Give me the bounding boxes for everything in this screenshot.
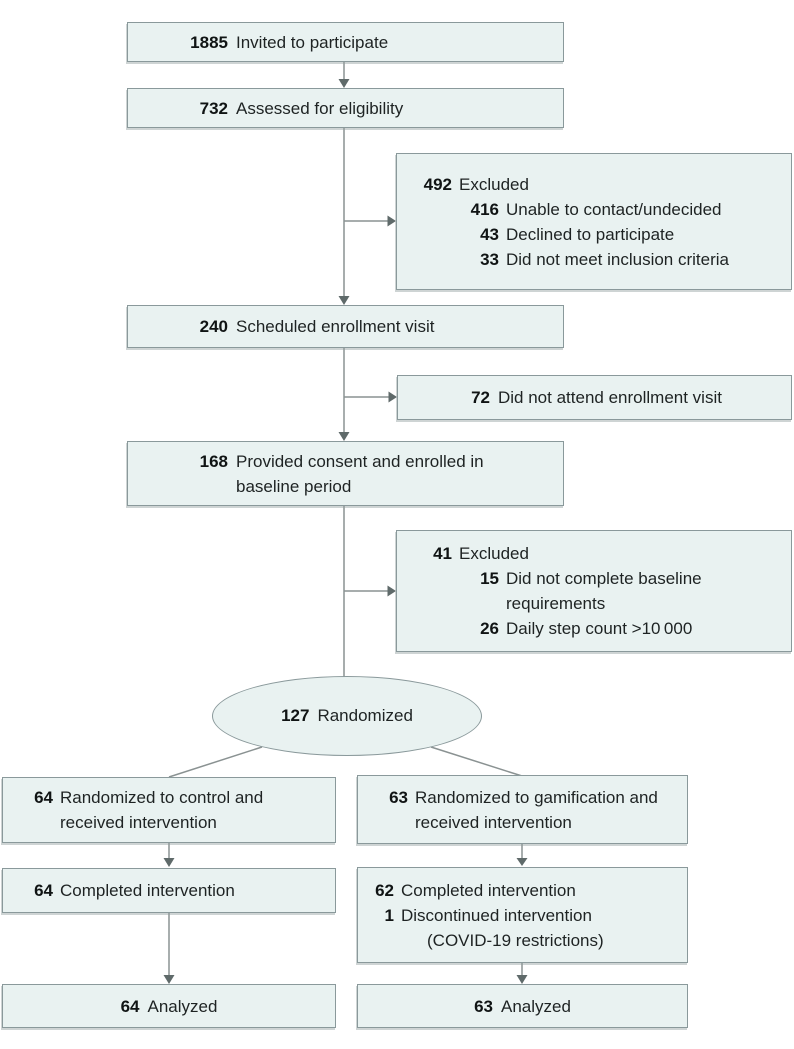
box-scheduled: 240 Scheduled enrollment visit — [127, 305, 564, 348]
box-control-analyzed: 64 Analyzed — [2, 984, 336, 1028]
count: 64 — [34, 788, 53, 807]
arrow-down-icon — [163, 975, 175, 984]
count: 1 — [384, 905, 394, 925]
reason-label: Unable to contact/undecided — [506, 199, 722, 219]
box-label: Did not attend enrollment visit — [498, 388, 722, 407]
count: 732 — [199, 98, 228, 118]
arrow-down-icon — [338, 79, 350, 88]
count: 26 — [480, 619, 499, 638]
count: 33 — [480, 249, 499, 269]
box-control-completed: 64 Completed intervention — [2, 868, 336, 913]
box-assessed: 732 Assessed for eligibility — [127, 88, 564, 128]
reason-label: Declined to participate — [506, 224, 675, 244]
arrow-right-icon — [388, 391, 397, 403]
count: 62 — [375, 880, 394, 900]
arrow-right-icon — [387, 215, 396, 227]
count: 416 — [470, 199, 499, 219]
box-label: Provided consent and enrolled in baselin… — [236, 451, 484, 496]
box-label: Analyzed — [500, 996, 571, 1016]
box-excluded-1: 492 Excluded 416 Unable to contact/undec… — [396, 153, 792, 290]
count: 43 — [480, 224, 499, 244]
box-label: Completed intervention — [401, 880, 576, 900]
box-gamification-completed: 62 Completed intervention 1 Discontinued… — [357, 867, 688, 963]
reason-label: Daily step count >10 000 — [506, 619, 693, 638]
box-label: Assessed for eligibility — [236, 98, 404, 118]
ellipse-randomized: 127 Randomized — [212, 676, 482, 756]
box-label: Scheduled enrollment visit — [236, 317, 435, 336]
box-label: Randomized to control and received inter… — [60, 788, 264, 832]
arrow-down-icon — [338, 432, 350, 441]
split-line-right — [430, 746, 523, 777]
count: 168 — [199, 451, 228, 471]
arrow-down-icon — [163, 858, 175, 867]
box-gamification-arm: 63 Randomized to gamification and receiv… — [357, 775, 688, 844]
box-no-show: 72 Did not attend enrollment visit — [397, 375, 792, 420]
reason-label: (COVID-19 restrictions) — [427, 930, 604, 950]
reason-label: Did not meet inclusion criteria — [506, 249, 729, 269]
split-line-left — [168, 746, 263, 778]
arrow-down-icon — [338, 296, 350, 305]
arrow-down-icon — [516, 858, 528, 866]
box-invited: 1885 Invited to participate — [127, 22, 564, 62]
box-label: Randomized — [317, 706, 413, 725]
box-consented: 168 Provided consent and enrolled in bas… — [127, 441, 564, 506]
count: 127 — [281, 706, 310, 725]
count: 64 — [120, 996, 140, 1016]
box-control-arm: 64 Randomized to control and received in… — [2, 777, 336, 843]
box-excluded-2: 41 Excluded 15 Did not complete baseline… — [396, 530, 792, 652]
count: 72 — [471, 388, 490, 407]
count: 63 — [389, 787, 408, 807]
arrow-right-icon — [387, 585, 396, 597]
count: 1885 — [190, 32, 228, 52]
count: 240 — [199, 317, 228, 336]
box-label: Excluded — [459, 544, 529, 563]
count: 63 — [474, 996, 493, 1016]
box-label: Analyzed — [147, 996, 218, 1016]
box-label: Excluded — [459, 174, 529, 194]
arrow-down-icon — [516, 975, 528, 984]
box-gamification-analyzed: 63 Analyzed — [357, 984, 688, 1028]
count: 41 — [433, 544, 452, 563]
count: 64 — [34, 881, 53, 900]
box-label: Invited to participate — [236, 32, 389, 52]
reason-label: Discontinued intervention — [401, 905, 592, 925]
box-label: Randomized to gamification and received … — [415, 787, 658, 832]
reason-label: Did not complete baseline requirements — [506, 569, 702, 613]
count: 492 — [423, 174, 452, 194]
box-label: Completed intervention — [60, 881, 235, 900]
count: 15 — [480, 569, 499, 588]
